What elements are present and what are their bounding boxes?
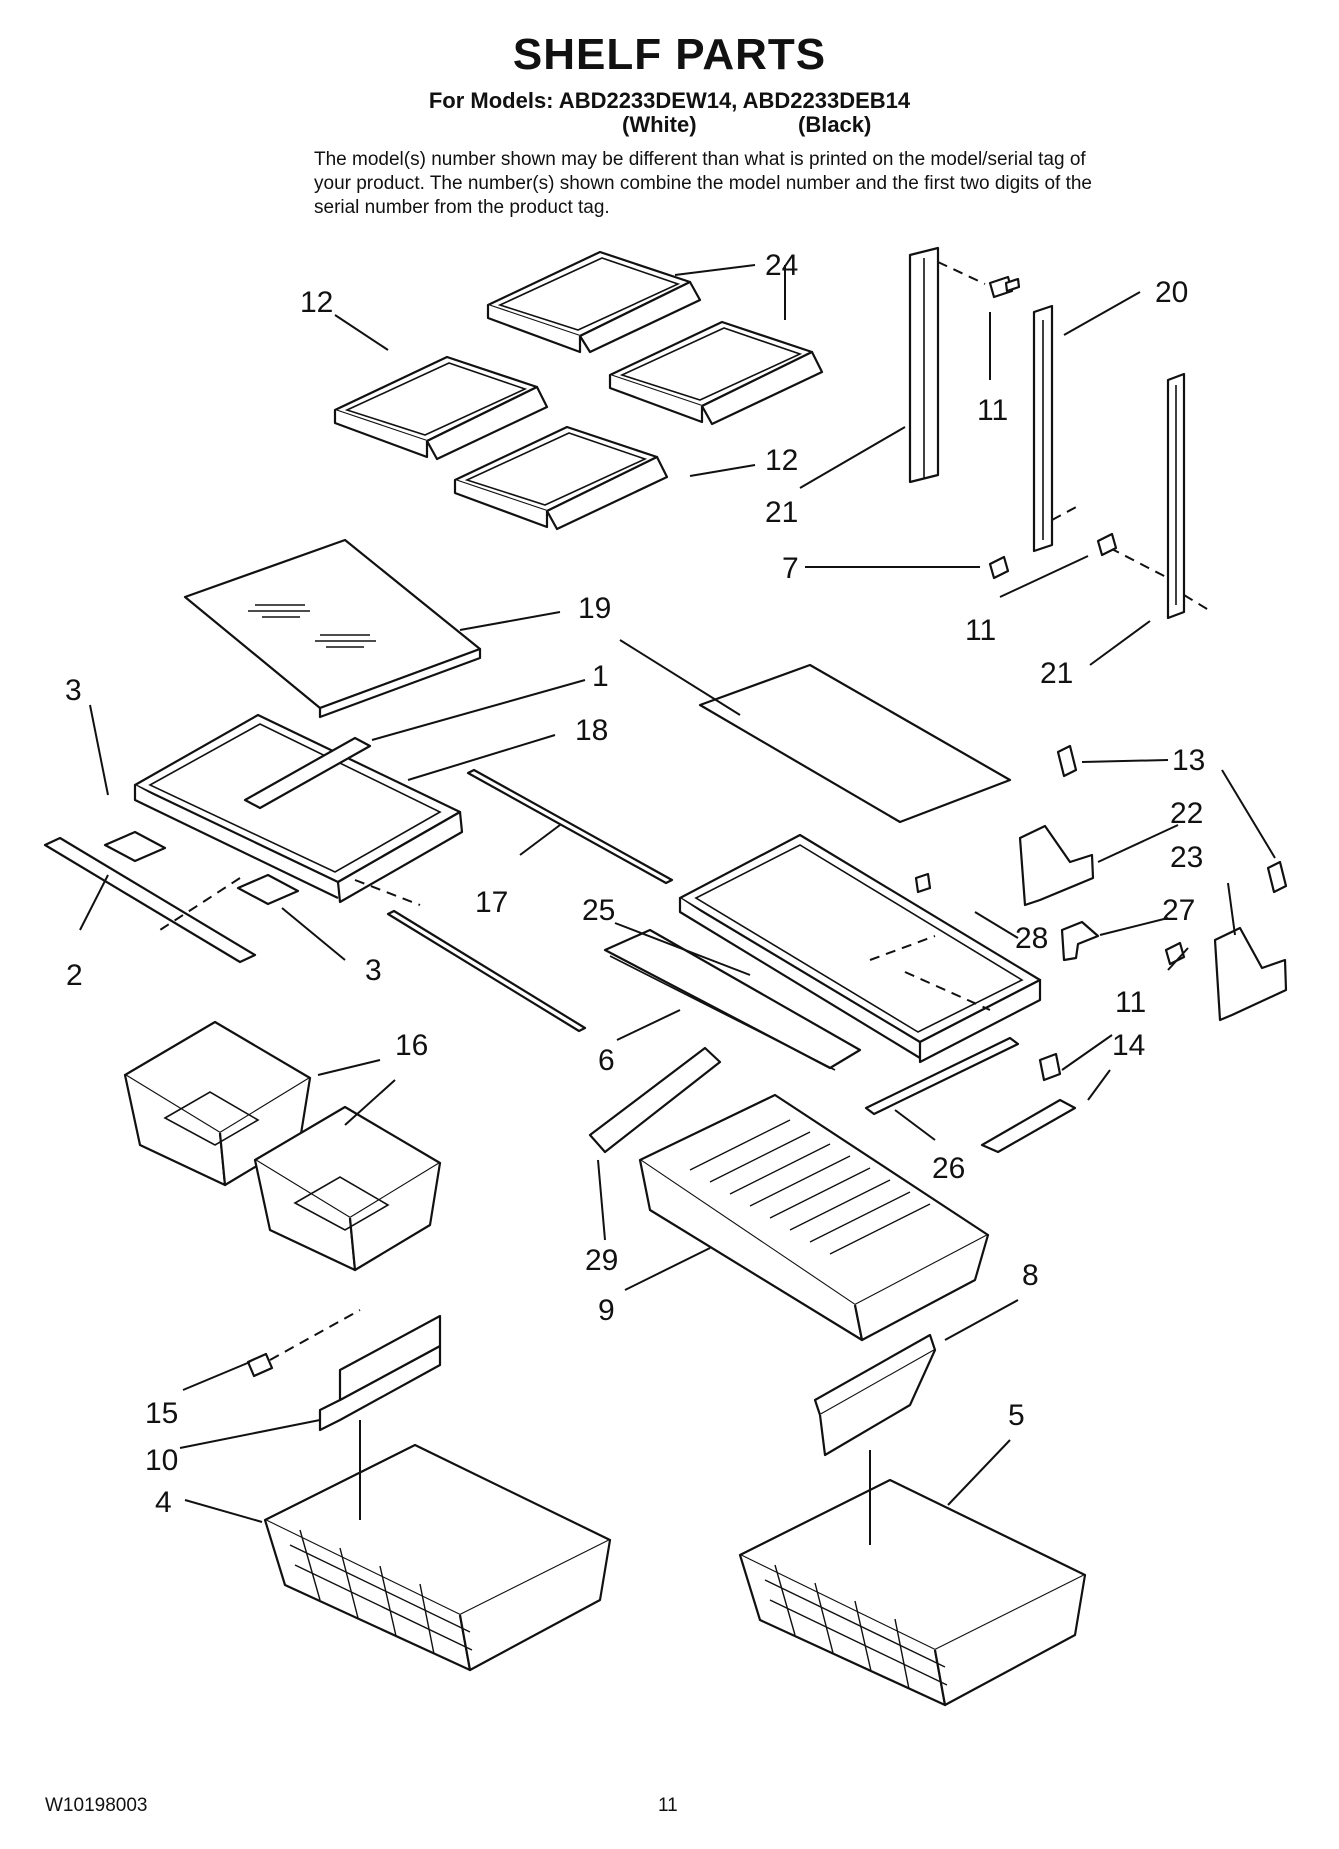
screw-15	[246, 1352, 274, 1378]
callout-12-top: 12	[300, 286, 333, 319]
model-numbers: For Models: ABD2233DEW14, ABD2233DEB14	[428, 88, 911, 113]
page-title: SHELF PARTS	[512, 30, 827, 79]
screw-11-right	[1096, 532, 1118, 557]
callout-26: 26	[932, 1152, 965, 1185]
callout-3-right: 3	[365, 954, 382, 987]
cover-trim-2	[43, 836, 257, 964]
callout-10: 10	[145, 1444, 178, 1477]
glass-shelf-right	[698, 663, 1012, 824]
slide-3-right	[236, 873, 300, 906]
color-white-label: (White)	[622, 112, 697, 137]
callout-7: 7	[782, 552, 799, 585]
shelf-rail-middle	[1032, 304, 1054, 553]
hinge-26	[864, 1036, 1020, 1116]
callout-25: 25	[582, 894, 615, 927]
callout-9: 9	[598, 1294, 615, 1327]
callout-4: 4	[155, 1486, 172, 1519]
rod-17-bottom	[386, 909, 587, 1033]
support-23	[1213, 926, 1288, 1022]
basket-divider-8	[813, 1333, 937, 1457]
crisper-drawer-right	[253, 1105, 442, 1272]
door-shelf-top	[486, 250, 702, 354]
freezer-basket-left	[263, 1443, 612, 1672]
callout-12-right: 12	[765, 444, 798, 477]
glass-shelf	[183, 538, 482, 719]
callout-11-top: 11	[977, 394, 1008, 427]
callout-23: 23	[1170, 841, 1203, 874]
color-black-label: (Black)	[798, 112, 872, 137]
shelf-rail-right	[1166, 372, 1186, 620]
model-note: The model(s) number shown may be differe…	[314, 149, 1092, 218]
clip-27	[1060, 920, 1100, 962]
document-number: W10198003	[45, 1795, 148, 1816]
callout-11-mid: 11	[965, 614, 996, 647]
callout-21-left: 21	[765, 496, 798, 529]
screw-14	[1038, 1052, 1062, 1082]
basket-divider-10	[318, 1314, 442, 1432]
callout-11-lower: 11	[1115, 986, 1146, 1019]
callout-21-right: 21	[1040, 657, 1073, 690]
crisper-drawer-left	[123, 1020, 312, 1187]
bracket-13-top	[1056, 744, 1078, 778]
callout-29: 29	[585, 1244, 618, 1277]
handle-29	[588, 1046, 722, 1154]
callout-15: 15	[145, 1397, 178, 1430]
crisper-cover-right	[678, 833, 1042, 1064]
callout-17: 17	[475, 886, 508, 919]
door-shelf-left	[333, 355, 549, 461]
door-shelf-right	[608, 320, 824, 426]
callout-22: 22	[1170, 797, 1203, 830]
bracket-14	[980, 1098, 1077, 1154]
shelf-rail-rear-left	[908, 246, 940, 484]
screw-7	[988, 555, 1010, 580]
callout-numbers: 24 12 20 11 12 21 7 11 21 19 1 3 18 13 2…	[65, 249, 1205, 1519]
callout-18: 18	[575, 714, 608, 747]
callout-16: 16	[395, 1029, 428, 1062]
callout-14: 14	[1112, 1029, 1145, 1062]
leader-lines	[79, 264, 1276, 1545]
callout-13: 13	[1172, 744, 1205, 777]
slide-3-left	[103, 830, 167, 863]
callout-1: 1	[592, 660, 609, 693]
support-22	[1018, 824, 1095, 907]
callout-3-left: 3	[65, 674, 82, 707]
callout-6: 6	[598, 1044, 615, 1077]
callout-24: 24	[765, 249, 798, 282]
callout-8: 8	[1022, 1259, 1039, 1292]
clip-28	[914, 872, 932, 894]
callout-5: 5	[1008, 1399, 1025, 1432]
callout-28: 28	[1015, 922, 1048, 955]
callout-19: 19	[578, 592, 611, 625]
crisper-cover-frame	[133, 713, 464, 904]
screw-11-top	[988, 275, 1021, 299]
callout-27: 27	[1162, 894, 1195, 927]
callout-2: 2	[66, 959, 83, 992]
bracket-13-right	[1266, 860, 1288, 894]
callout-20: 20	[1155, 276, 1188, 309]
door-shelf-front	[453, 425, 669, 531]
freezer-tray	[638, 1093, 990, 1342]
rod-17-top	[466, 768, 674, 885]
freezer-basket-right	[738, 1478, 1087, 1707]
page-number: 11	[658, 1795, 678, 1816]
